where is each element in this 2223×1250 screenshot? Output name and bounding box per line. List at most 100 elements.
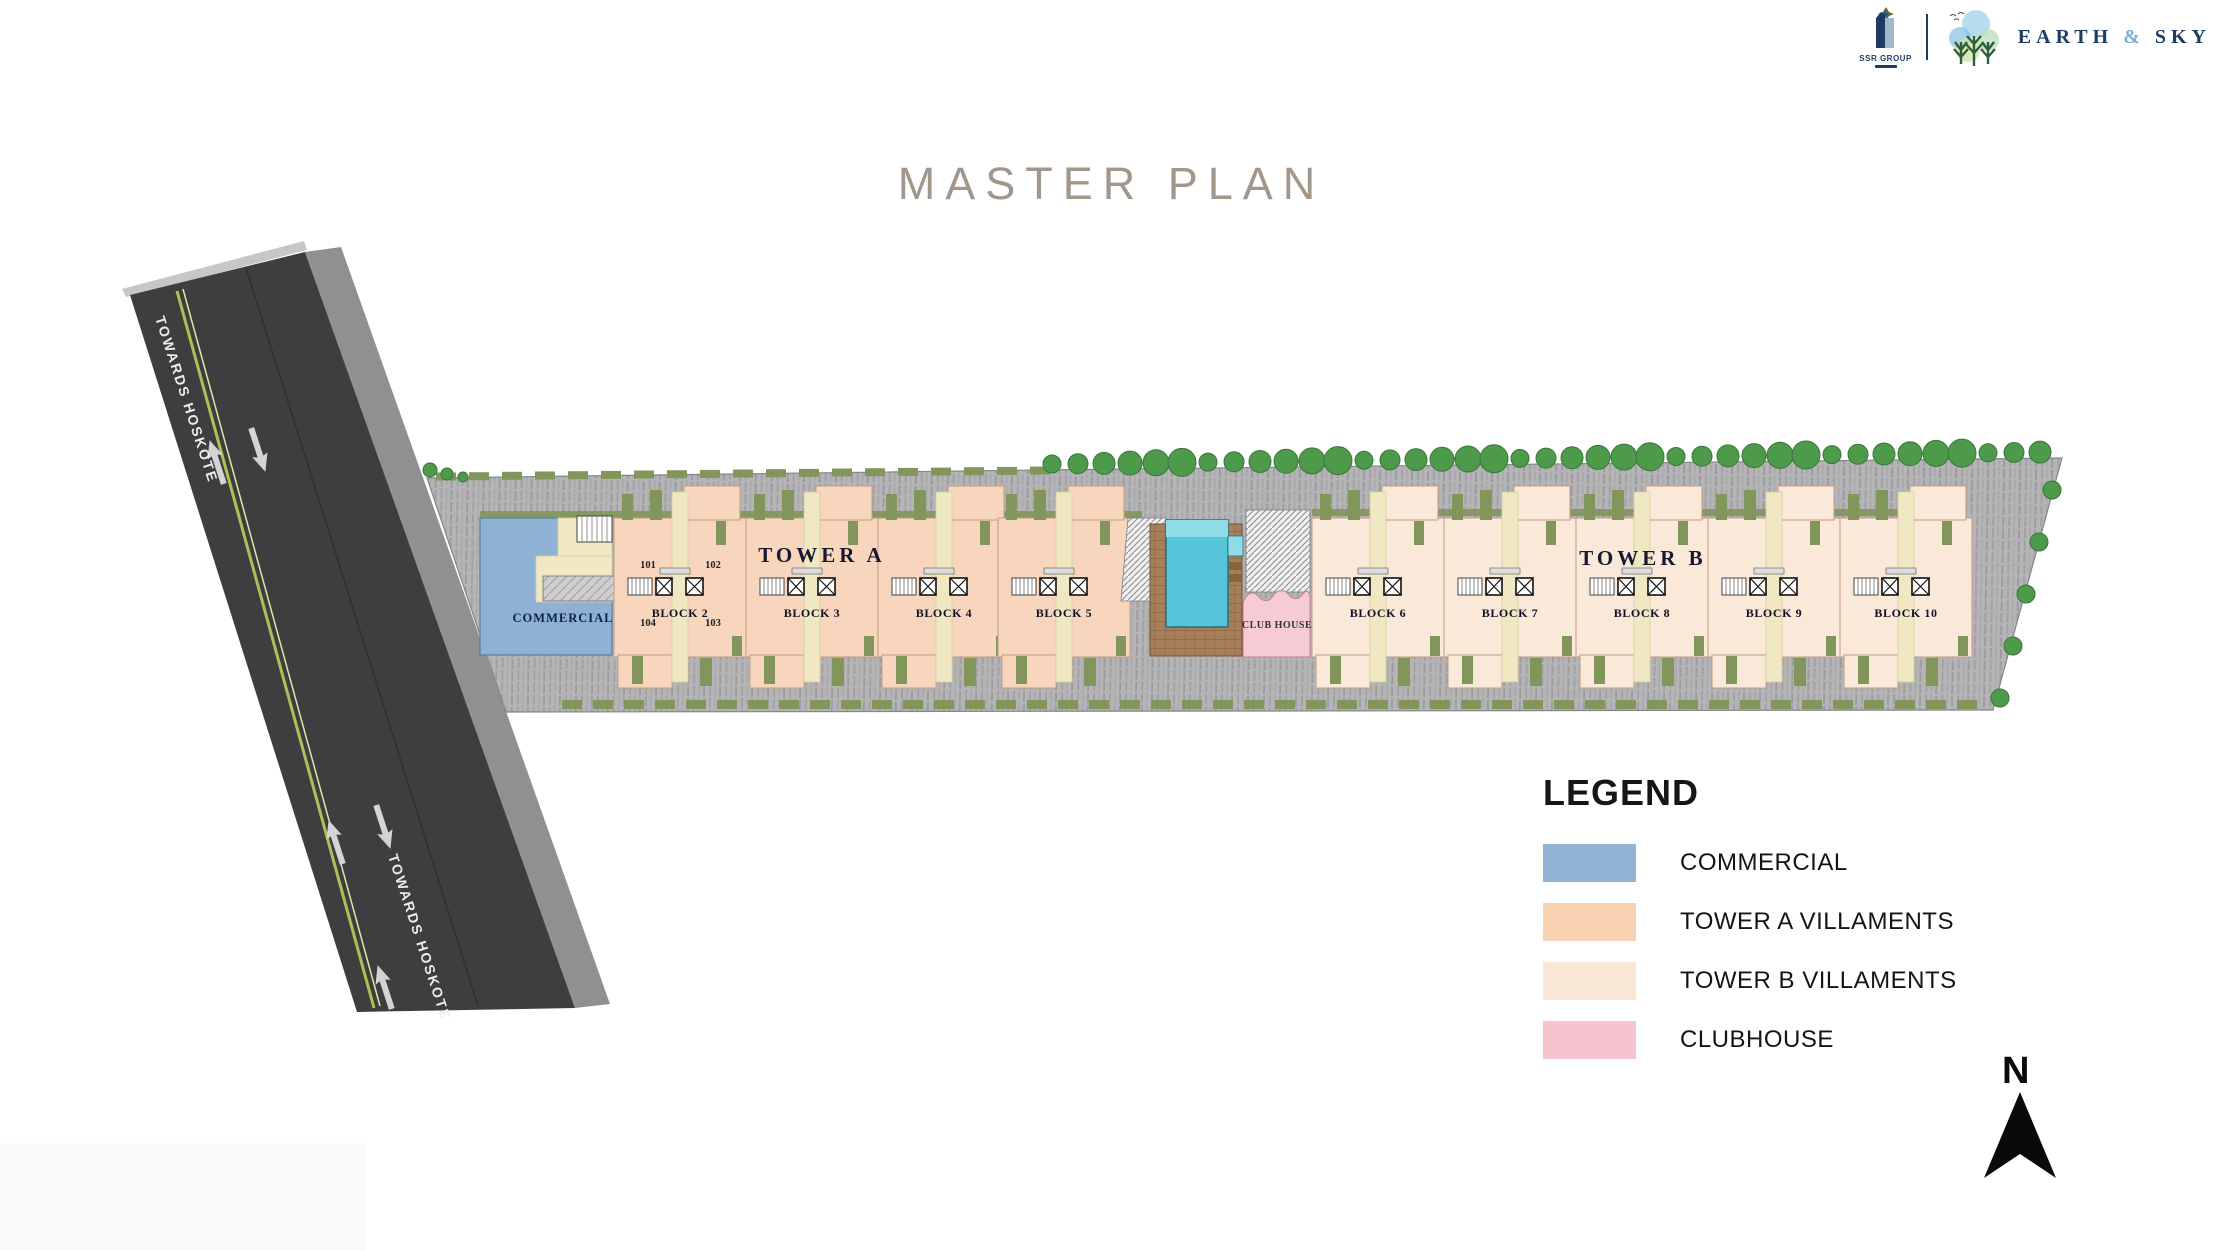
hedge — [898, 467, 918, 476]
hedge — [872, 700, 892, 709]
tree — [1379, 449, 1401, 471]
hedge — [1802, 700, 1822, 709]
tree — [1978, 443, 1998, 463]
hedge — [1616, 700, 1636, 709]
hedge — [1182, 700, 1202, 709]
tree — [1741, 443, 1767, 469]
tree — [1067, 453, 1089, 475]
tree — [1429, 446, 1455, 472]
ssr-group-logo: SSR GROUP — [1859, 6, 1912, 68]
tree — [1716, 444, 1740, 468]
block-label: BLOCK 9 — [1746, 606, 1803, 620]
hedge — [562, 700, 582, 709]
tower-a-label: TOWER A — [758, 543, 885, 567]
hedge — [1833, 700, 1853, 709]
hedge — [1244, 700, 1264, 709]
tower-b-label: TOWER B — [1579, 546, 1706, 570]
commercial-label: COMMERCIAL — [513, 611, 614, 625]
tree-row — [422, 438, 2062, 708]
block-label: BLOCK 10 — [1874, 606, 1937, 620]
commercial-stairs — [576, 515, 613, 543]
legend-label: COMMERCIAL — [1680, 849, 1848, 876]
brand-header: SSR GROUP EARTH & SKY — [1859, 6, 2211, 68]
north-arrow-icon — [1984, 1092, 2056, 1178]
hedge — [1957, 700, 1977, 709]
legend-swatch-commercial — [1543, 844, 1636, 882]
tree — [1635, 442, 1665, 472]
hedge — [832, 468, 852, 477]
tree — [1847, 443, 1869, 465]
tree — [1510, 448, 1530, 468]
legend-item-clubhouse: CLUBHOUSE — [1543, 1021, 2023, 1059]
hedge — [810, 700, 830, 709]
hedge — [601, 470, 621, 479]
tree — [1354, 450, 1374, 470]
pool-shallow-step — [1166, 520, 1228, 537]
hedge — [469, 472, 489, 481]
amenity-zone: CLUB HOUSE — [1120, 509, 1312, 658]
tree — [1479, 444, 1509, 474]
road-median-line — [175, 290, 376, 1009]
hedge — [717, 700, 737, 709]
tree — [1666, 447, 1686, 466]
block-label: BLOCK 2 — [652, 606, 709, 620]
hedge — [1771, 700, 1791, 709]
hedge — [1740, 700, 1760, 709]
hedge — [1027, 700, 1047, 709]
legend-title: LEGEND — [1543, 772, 1700, 813]
block-label: BLOCK 5 — [1036, 606, 1093, 620]
hedge — [667, 470, 687, 479]
tree — [2003, 442, 2025, 463]
hedge — [1430, 700, 1450, 709]
hedge — [1058, 700, 1078, 709]
hedge — [1151, 700, 1171, 709]
ssr-building-icon — [1875, 7, 1894, 48]
hedge — [965, 700, 985, 709]
pool-lounger — [1229, 574, 1241, 582]
page-title: MASTER PLAN — [897, 158, 1326, 209]
tree — [1248, 450, 1272, 473]
tree — [1092, 451, 1116, 475]
hedge — [1554, 700, 1574, 709]
hedge — [841, 700, 861, 709]
road: TOWARDS HOSKOTE TOWARDS HOSKOTE — [122, 241, 610, 1023]
logo-divider — [1925, 14, 1928, 60]
hedge — [502, 471, 522, 480]
hedge — [593, 700, 613, 709]
legend-swatch-tower-b — [1543, 962, 1636, 1000]
legend-swatch-tower-a — [1543, 903, 1636, 941]
tree — [1585, 444, 1611, 470]
block-label: BLOCK 8 — [1614, 606, 1671, 620]
tree — [1404, 448, 1428, 472]
legend-label: TOWER A VILLAMENTS — [1680, 908, 1954, 935]
faint-corner-rect — [0, 1143, 366, 1250]
north-label: N — [2002, 1050, 2030, 1092]
hedge-row-top — [436, 466, 1050, 481]
tree — [1142, 449, 1170, 477]
legend-label: TOWER B VILLAMENTS — [1680, 967, 1957, 994]
hedge — [1030, 466, 1050, 475]
hedge — [655, 700, 675, 709]
tree — [1822, 445, 1842, 465]
hedge — [934, 700, 954, 709]
clubhouse-roof-hatch — [1245, 509, 1311, 593]
hedge — [1585, 700, 1605, 709]
tree — [1610, 443, 1638, 471]
legend-swatch-clubhouse — [1543, 1021, 1636, 1059]
hedge — [997, 466, 1017, 475]
legend-item-commercial: COMMERCIAL — [1543, 844, 2023, 882]
hedge-row-bottom — [562, 700, 1977, 709]
tree — [457, 471, 469, 483]
hedge — [1647, 700, 1667, 709]
tree — [1872, 442, 1896, 466]
hedge — [903, 700, 923, 709]
hedge — [700, 469, 720, 478]
unit-number: 102 — [705, 560, 721, 571]
clubhouse-label: CLUB HOUSE — [1242, 620, 1312, 631]
hedge — [1089, 700, 1109, 709]
hedge — [1864, 700, 1884, 709]
hedge — [1678, 700, 1698, 709]
hedge — [1213, 700, 1233, 709]
legend-item-tower-b: TOWER B VILLAMENTS — [1543, 962, 2023, 1000]
